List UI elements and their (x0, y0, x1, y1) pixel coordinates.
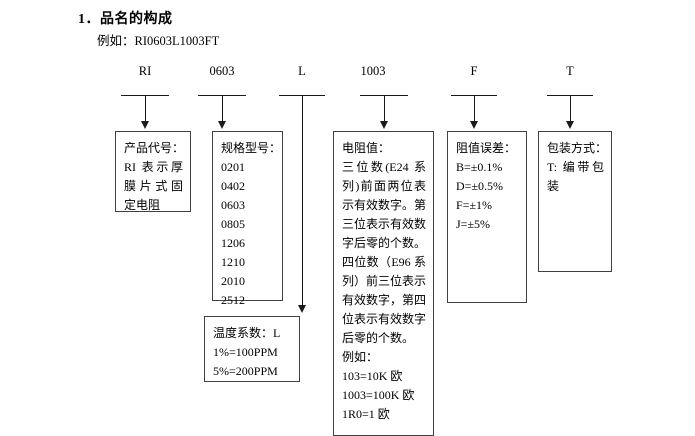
code-label-packaging: T (566, 64, 574, 78)
size-option: 2512 (221, 293, 245, 307)
tolerance-option: B=±0.1% (456, 160, 503, 174)
resistance-example: 103=10K 欧 (342, 369, 403, 383)
tolerance-heading: 阻值误差： (456, 141, 517, 155)
tolerance-option: F=±1% (456, 198, 493, 212)
connector-stem-tempco (302, 95, 303, 306)
product-code-heading: 产品代号： (124, 141, 185, 155)
packaging-heading: 包装方式： (547, 141, 608, 155)
product-code-line-3: 定电阻 (124, 198, 161, 212)
tolerance-box: 阻值误差： B=±0.1% D=±0.5% F=±1% J=±5% (447, 131, 527, 303)
resistance-example: 1R0=1 欧 (342, 407, 390, 421)
connector-arrow-tolerance (470, 121, 478, 129)
connector-stem-product (145, 95, 146, 122)
tempco-heading: 温度系数：L (213, 326, 281, 340)
resistance-paragraph-e96: 四位数（E96 系列）前三位表示有效数字，第四位表示有效数字后零的个数。 (342, 255, 427, 345)
product-code-line-2: 膜片式固 (124, 179, 183, 193)
connector-arrow-packaging (566, 121, 574, 129)
page-title: 1．品名的构成 (78, 12, 173, 27)
packaging-line-2: 装 (547, 179, 560, 193)
connector-arrow-resistance (380, 121, 388, 129)
size-option: 0805 (221, 217, 245, 231)
resistance-example: 1003=100K 欧 (342, 388, 415, 402)
example-part-number: 例如：RI0603L1003FT (97, 34, 220, 48)
connector-stem-size (222, 95, 223, 122)
code-label-tempco: L (298, 64, 306, 78)
size-option: 1206 (221, 236, 245, 250)
product-code-box: 产品代号： RI 表示厚 膜片式固 定电阻 (115, 131, 191, 212)
connector-stem-resistance (384, 95, 385, 122)
code-label-resistance: 1003 (360, 64, 386, 78)
size-option: 0201 (221, 160, 245, 174)
resistance-paragraph-e24: 三位数(E24 系列)前面两位表示有效数字。第三位表示有效数字后零的个数。 (342, 160, 427, 250)
tempco-box: 温度系数：L 1%=100PPM 5%=200PPM (204, 316, 300, 382)
connector-stem-packaging (570, 95, 571, 122)
size-option: 0603 (221, 198, 245, 212)
resistance-heading: 电阻值： (342, 141, 391, 155)
size-code-heading: 规格型号： (221, 141, 282, 155)
tempco-line: 5%=200PPM (213, 364, 278, 378)
resistance-value-box: 电阻值： 三位数(E24 系列)前面两位表示有效数字。第三位表示有效数字后零的个… (333, 131, 434, 436)
size-code-box: 规格型号： 0201 0402 0603 0805 1206 1210 2010… (212, 131, 283, 307)
code-label-tolerance: F (470, 64, 478, 78)
connector-stem-tolerance (474, 95, 475, 122)
size-option: 0402 (221, 179, 245, 193)
code-label-size: 0603 (209, 64, 235, 78)
connector-arrow-size (218, 121, 226, 129)
size-option: 2010 (221, 274, 245, 288)
connector-arrow-product (141, 121, 149, 129)
connector-arrow-tempco (298, 305, 306, 313)
resistance-example-heading: 例如： (342, 350, 379, 364)
tolerance-option: J=±5% (456, 217, 491, 231)
size-option: 1210 (221, 255, 245, 269)
packaging-box: 包装方式： T: 编带包 装 (538, 131, 612, 272)
packaging-line-1: T: 编带包 (547, 160, 604, 174)
product-code-line-1: RI 表示厚 (124, 160, 183, 174)
code-label-product: RI (138, 64, 152, 78)
tolerance-option: D=±0.5% (456, 179, 504, 193)
tempco-line: 1%=100PPM (213, 345, 278, 359)
